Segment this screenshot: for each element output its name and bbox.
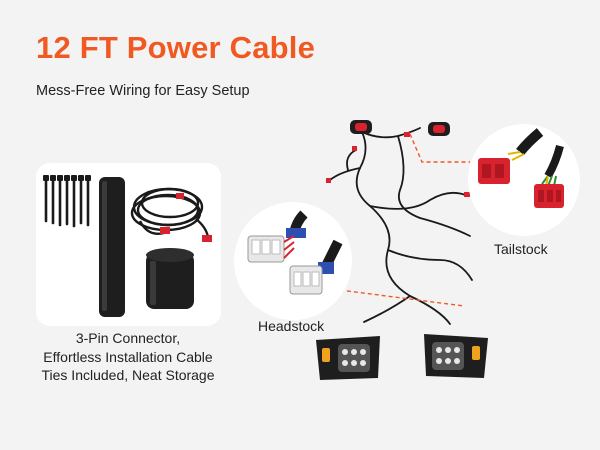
- tail-light-icon: [428, 122, 450, 136]
- kit-caption-line: Ties Included, Neat Storage: [41, 367, 215, 383]
- headstock-label: Headstock: [258, 318, 325, 334]
- storage-pouch-icon: [146, 248, 194, 309]
- page-subtitle: Mess-Free Wiring for Easy Setup: [36, 83, 250, 99]
- tailstock-label: Tailstock: [494, 241, 548, 257]
- cable-ties-icon: [44, 177, 90, 228]
- kit-caption: 3-Pin Connector, Effortless Installation…: [28, 329, 228, 385]
- left-headlight-icon: [316, 336, 380, 380]
- tailstock-connector-icon: [478, 128, 564, 208]
- headstock-connector-icon: [247, 210, 343, 295]
- headstock-zoom: [234, 202, 352, 320]
- kit-caption-line: Effortless Installation Cable: [43, 348, 213, 365]
- right-headlight-icon: [424, 334, 488, 378]
- kit-contents-illustration: [43, 175, 212, 317]
- page-title: 12 FT Power Cable: [36, 30, 316, 65]
- wiring-harness-illustration: [326, 120, 473, 325]
- tailstock-zoom: [468, 124, 580, 236]
- kit-contents-card: [36, 163, 221, 326]
- tail-light-icon: [350, 120, 372, 134]
- kit-caption-line: 3-Pin Connector,: [75, 330, 181, 346]
